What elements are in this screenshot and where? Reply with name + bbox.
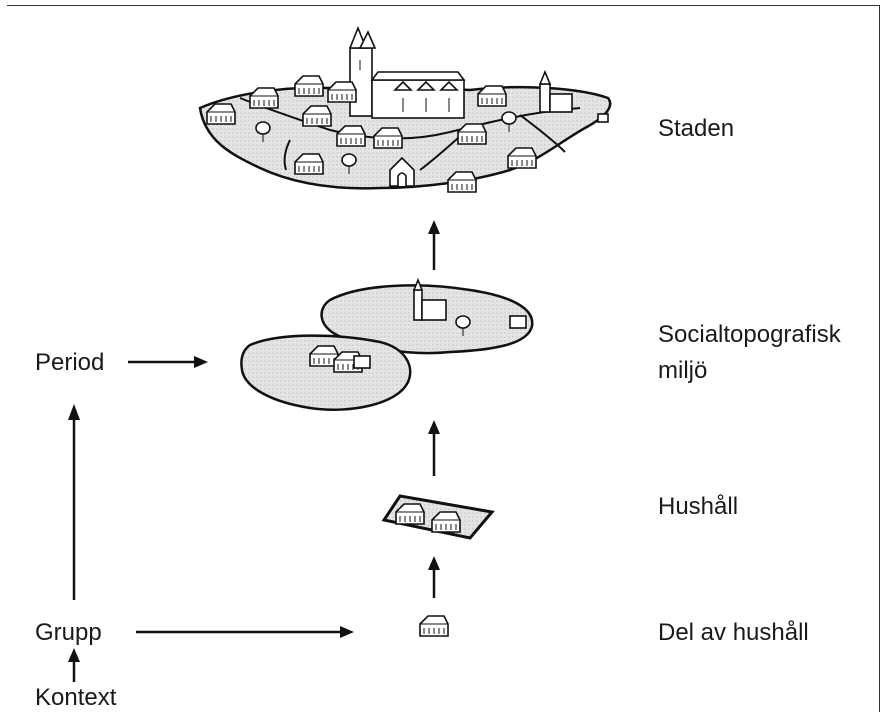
neighbourhood-islands-illustration	[240, 277, 534, 411]
house-icon	[395, 503, 425, 525]
single-building-illustration	[419, 615, 449, 637]
house-icon	[249, 87, 279, 109]
arrow-up	[68, 648, 80, 682]
level-label-hushall: Hushåll	[658, 493, 738, 520]
arrow-up	[428, 556, 440, 598]
arrow-right	[128, 356, 208, 368]
household-plot-illustration	[381, 494, 495, 540]
figure-frame	[7, 5, 880, 712]
house-icon	[477, 85, 507, 107]
house-icon	[294, 75, 324, 97]
town-island-illustration	[198, 25, 612, 193]
house-icon	[302, 105, 332, 127]
level-label-socialtopografisk: Socialtopografisk	[658, 321, 842, 348]
side-label-kontext: Kontext	[35, 684, 117, 711]
church-illustration	[348, 25, 466, 119]
house-icon	[507, 147, 537, 169]
arrow-up	[68, 404, 80, 600]
arrow-up	[428, 420, 440, 476]
arrow-up	[428, 220, 440, 270]
level-label-staden: Staden	[658, 115, 734, 142]
house-icon	[457, 123, 487, 145]
gate-illustration	[389, 156, 415, 187]
house-icon	[206, 103, 236, 125]
house-icon	[373, 127, 403, 149]
side-label-grupp: Grupp	[35, 619, 102, 646]
house-icon	[294, 153, 324, 175]
house-icon	[336, 125, 366, 147]
house-icon	[327, 81, 357, 103]
house-icon	[447, 171, 477, 193]
chapel-illustration	[538, 69, 573, 113]
side-label-period: Period	[35, 349, 104, 376]
house-icon	[431, 511, 461, 533]
level-label-miljo: miljö	[658, 357, 707, 384]
house-icon	[419, 615, 449, 637]
arrow-right	[136, 626, 354, 638]
level-label-del-av-hushall: Del av hushåll	[658, 619, 809, 646]
